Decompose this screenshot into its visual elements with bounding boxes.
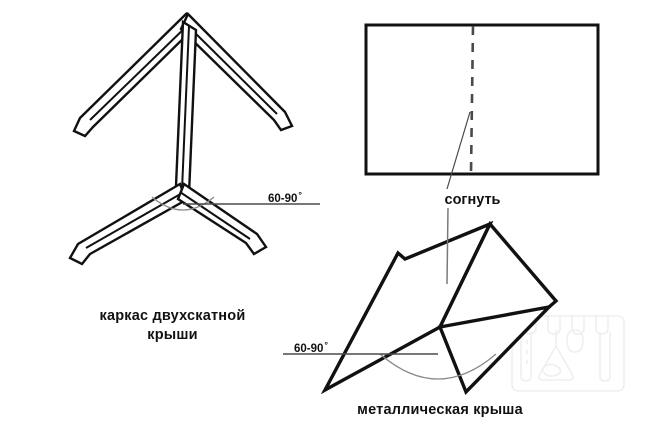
frame-degree-symbol: ° (298, 190, 303, 200)
frame-caption: каркас двухскатной крыши (0, 307, 345, 345)
roof-degree-symbol: ° (324, 340, 329, 350)
roof-frame-drawing (68, 11, 294, 266)
frame-caption-line-2: крыши (147, 327, 198, 343)
frame-caption-line-1: каркас двухскатной (99, 308, 246, 324)
rafter-upper-right-flange (183, 21, 278, 115)
roof-fold-indicator-line (446, 207, 449, 285)
roof-angle-value: 60-90 (294, 343, 324, 355)
metal-roof-drawing (320, 220, 559, 396)
rafter-lower-right-flange (179, 191, 251, 240)
rafter-lower-left-flange (85, 191, 185, 249)
frame-angle-arc (151, 196, 215, 211)
ridge-post-edge (181, 25, 190, 191)
metal-roof-lower-fold (437, 304, 554, 396)
watermark-glassware-icon (511, 315, 625, 392)
fold-dashed-line (469, 25, 475, 174)
metal-sheet-rectangle (364, 23, 600, 176)
fold-instruction-label: согнуть (444, 192, 501, 208)
frame-angle-value: 60-90 (268, 193, 298, 205)
metal-roof-caption: металлическая крыша (357, 402, 523, 418)
fold-leader-line (446, 111, 471, 190)
roof-angle-arc (379, 353, 497, 380)
roof-angle-label: 60-90° (294, 340, 328, 355)
frame-angle-label: 60-90° (268, 190, 302, 205)
rafter-upper-left-flange (89, 21, 192, 121)
